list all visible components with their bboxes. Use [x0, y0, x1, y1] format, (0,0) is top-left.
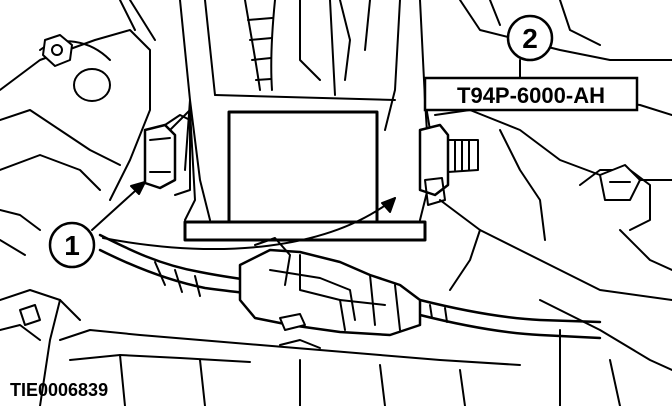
electrical-connector [238, 237, 422, 337]
bolt-right [418, 123, 479, 206]
tool-block [183, 110, 427, 242]
bolt-left [143, 114, 191, 196]
alternator-bracket [169, 0, 431, 221]
engine-bracket-left [0, 0, 156, 406]
callout-1-number: 1 [64, 230, 80, 261]
tool-number-text: T94P-6000-AH [457, 83, 605, 108]
engine-lower [0, 304, 521, 406]
callout-2: 2 [506, 14, 554, 62]
engine-right [434, 0, 672, 406]
callout-2-number: 2 [522, 23, 538, 54]
callout-1: 1 [48, 221, 96, 269]
callout-1-leaders [91, 181, 396, 250]
tool-label: T94P-6000-AH [423, 76, 639, 112]
figure-id: TIE0006839 [10, 380, 108, 400]
